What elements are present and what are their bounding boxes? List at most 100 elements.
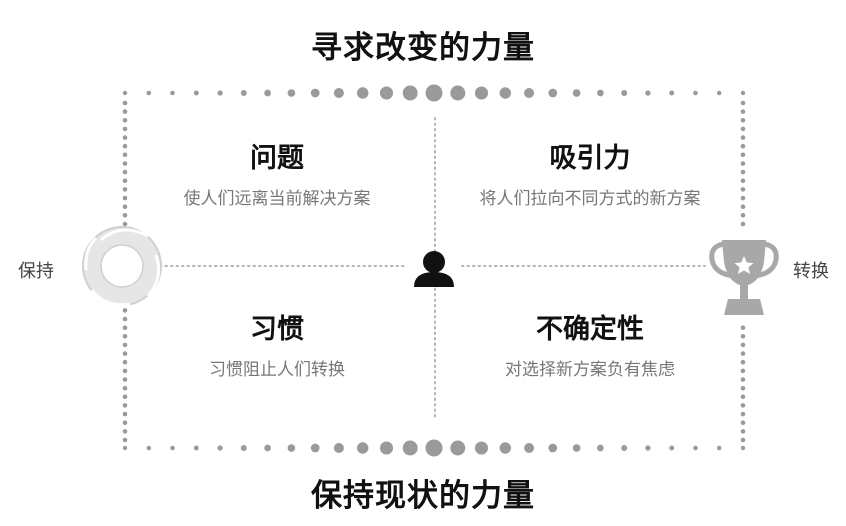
top-border-dot <box>716 90 722 96</box>
top-border-dot <box>693 90 698 96</box>
bottom-border-dot <box>170 445 175 451</box>
bottom-border-dot <box>524 442 535 454</box>
right-border-dot <box>740 368 746 374</box>
quadrant-subtitle: 使人们远离当前解决方案 <box>183 189 371 209</box>
bottom-border-dot <box>450 440 466 456</box>
left-border-dot <box>122 221 128 227</box>
left-border-dot <box>122 334 128 339</box>
right-border-dot <box>740 169 746 175</box>
left-border-dot <box>122 213 128 218</box>
quadrant-title: 问题 <box>250 143 304 174</box>
left-border-dot <box>122 403 128 408</box>
left-label: 保持 <box>18 261 54 282</box>
bottom-border-dot <box>217 445 223 451</box>
right-border-dot <box>740 195 746 201</box>
top-border-dot <box>122 90 128 96</box>
left-border-dot <box>122 394 128 400</box>
right-border-dot <box>740 135 746 140</box>
top-border-dot <box>740 90 746 96</box>
quadrant-attraction: 吸引力 将人们拉向不同方式的新方案 <box>440 142 740 210</box>
quadrant-subtitle: 对选择新方案负有焦虑 <box>505 360 675 380</box>
left-border-dot <box>122 437 128 443</box>
bottom-border-dot <box>645 445 651 451</box>
bottom-border-dot <box>693 445 698 451</box>
left-border-dot <box>122 152 128 158</box>
top-border-dot <box>524 87 535 99</box>
top-border-dot <box>170 90 175 96</box>
top-border-dot <box>499 87 512 99</box>
left-border-dot <box>122 420 128 426</box>
left-border-dot <box>122 204 128 209</box>
quadrant-subtitle: 习惯阻止人们转换 <box>209 360 345 380</box>
right-border-dot <box>740 118 746 123</box>
bottom-border-dot <box>310 443 320 453</box>
right-border-dot <box>740 351 746 356</box>
border-dots <box>122 84 746 457</box>
left-border-dot <box>122 368 128 374</box>
top-border-dot <box>287 89 296 97</box>
left-border-dot <box>122 109 128 114</box>
right-border-dot <box>740 100 746 106</box>
bottom-border-dot <box>548 443 558 453</box>
right-border-dot <box>740 161 746 166</box>
quadrant-title: 吸引力 <box>549 143 631 174</box>
top-border-dot <box>548 88 558 98</box>
right-border-dot <box>740 342 746 348</box>
bottom-border-dot <box>356 442 369 454</box>
right-border-dot <box>740 437 746 443</box>
left-border-dot <box>122 377 128 382</box>
bottom-border-dot <box>122 445 128 451</box>
top-border-dot <box>310 88 320 98</box>
right-border-dot <box>740 385 746 391</box>
trophy-icon <box>709 240 779 315</box>
right-border-dot <box>740 221 746 227</box>
top-border-dot <box>597 89 604 97</box>
quadrant-title: 不确定性 <box>536 314 644 345</box>
top-border-dot <box>264 89 271 97</box>
right-border-dot <box>740 126 746 132</box>
left-border-dot <box>122 325 128 331</box>
top-border-dot <box>240 90 247 96</box>
top-border-dot <box>217 90 223 96</box>
right-border-dot <box>740 187 746 192</box>
left-border-dot <box>122 429 128 434</box>
right-border-dot <box>740 420 746 426</box>
bottom-border-dot <box>193 445 199 451</box>
top-border-dot <box>572 89 581 97</box>
top-border-dot <box>645 90 651 96</box>
right-border-dot <box>740 204 746 209</box>
left-border-dot <box>122 342 128 348</box>
left-border-dot <box>122 411 128 417</box>
right-border-dot <box>740 377 746 382</box>
right-border-dot <box>740 411 746 417</box>
right-border-dot <box>740 334 746 339</box>
bottom-border-dot <box>572 444 581 452</box>
cycle-arrows-icon <box>82 226 162 307</box>
right-border-dot <box>740 143 746 149</box>
left-border-dot <box>122 308 128 313</box>
quadrant-subtitle: 将人们拉向不同方式的新方案 <box>479 189 701 209</box>
bottom-border-dot <box>474 441 489 455</box>
top-border-dot <box>356 87 369 99</box>
top-border-dot <box>669 90 675 96</box>
quadrant-problem: 问题 使人们远离当前解决方案 <box>127 142 427 210</box>
bottom-border-dot <box>264 444 271 452</box>
top-border-dot <box>193 90 199 96</box>
bottom-border-dot <box>402 440 418 456</box>
left-border-dot <box>122 178 128 184</box>
right-border-dot <box>740 359 746 365</box>
right-border-dot <box>740 325 746 331</box>
right-border-dot <box>740 178 746 184</box>
left-border-dot <box>122 135 128 140</box>
left-border-dot <box>122 195 128 201</box>
person-icon <box>414 251 454 287</box>
bottom-border-dot <box>621 445 628 451</box>
right-border-dot <box>740 394 746 400</box>
quadrant-title: 习惯 <box>250 314 304 345</box>
bottom-border-dot <box>146 445 152 451</box>
left-border-dot <box>122 126 128 132</box>
right-border-dot <box>740 152 746 158</box>
bottom-border-dot <box>240 445 247 451</box>
